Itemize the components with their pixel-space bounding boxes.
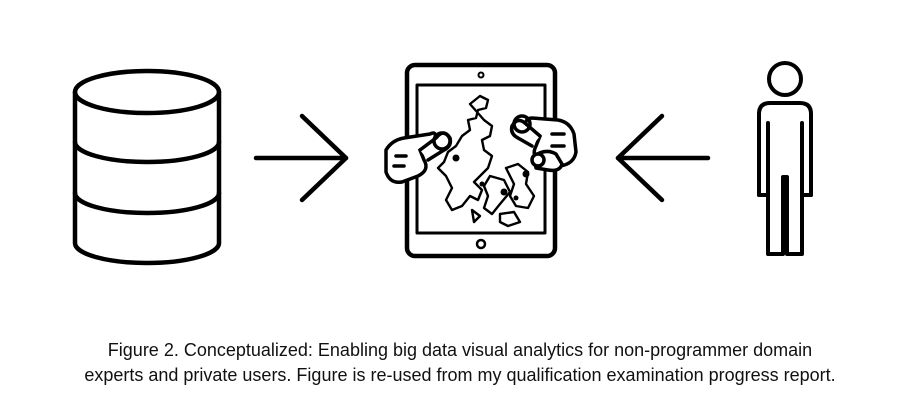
figure-caption: Figure 2. Conceptualized: Enabling big d…: [0, 338, 920, 388]
map-shape: [436, 94, 536, 228]
left-hand-icon: [384, 131, 453, 185]
map-points: [452, 154, 530, 201]
pinch-hand-lower: [530, 149, 564, 173]
person-icon: [757, 61, 813, 256]
right-touch-ring: [512, 114, 532, 134]
left-touch-ring: [432, 131, 452, 151]
caption-line-1: Figure 2. Conceptualized: Enabling big d…: [107, 340, 813, 360]
concept-diagram: [72, 61, 813, 266]
caption-line-2: experts and private users. Figure is re-…: [84, 365, 836, 385]
database-icon: [72, 68, 222, 266]
tablet-map-icon: [384, 62, 578, 259]
arrow-left-icon: [615, 113, 711, 203]
arrow-right-icon: [253, 113, 349, 203]
